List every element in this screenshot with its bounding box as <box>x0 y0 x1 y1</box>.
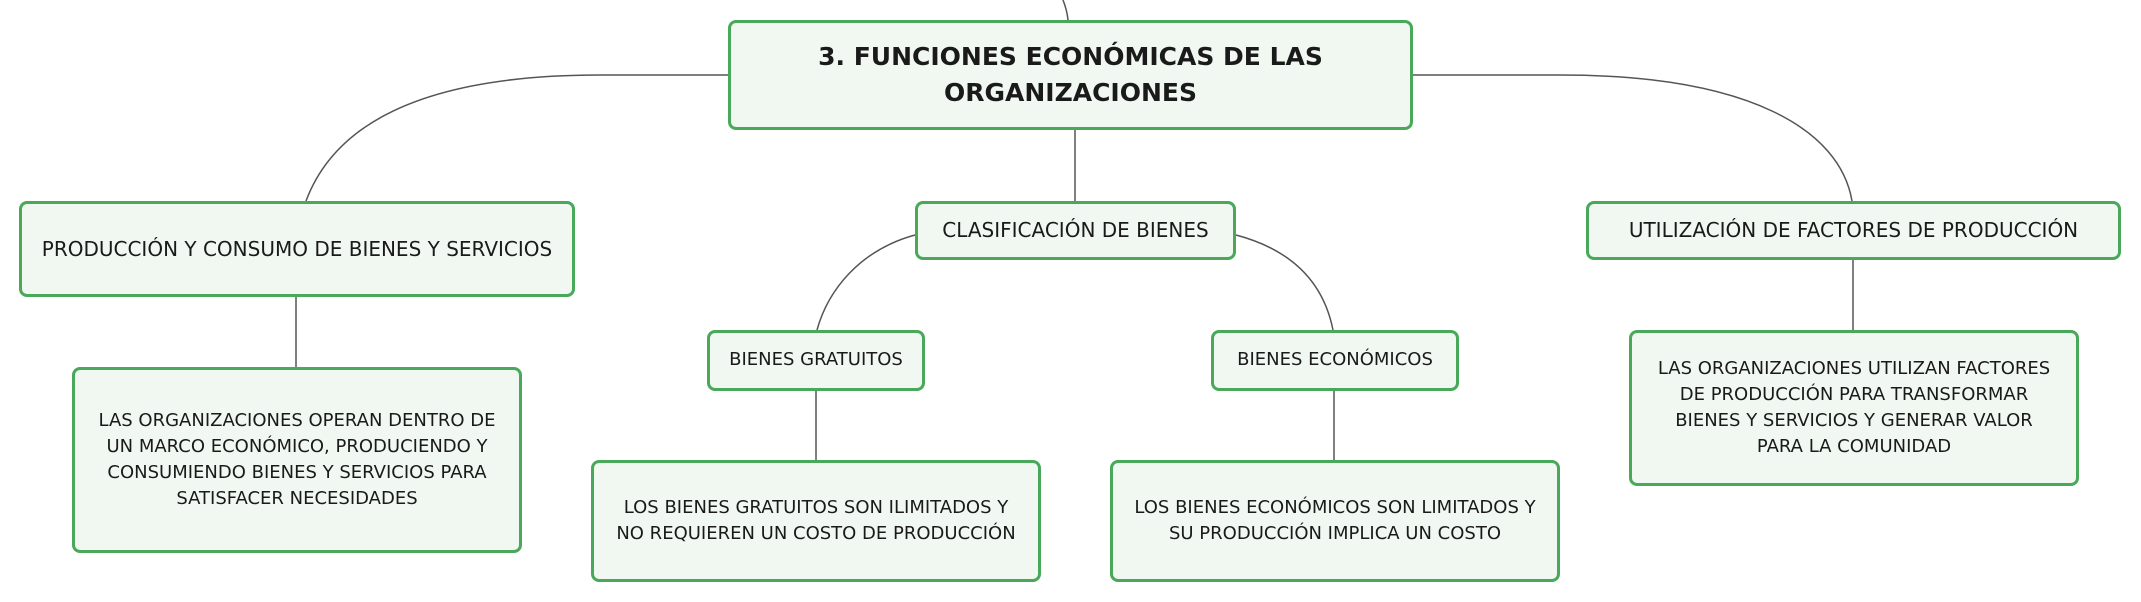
central-topic-label: 3. FUNCIONES ECONÓMICAS DE LAS ORGANIZAC… <box>818 41 1323 107</box>
topic-bienes-economicos[interactable]: BIENES ECONÓMICOS <box>1211 330 1459 391</box>
topic-factores-produccion-label: UTILIZACIÓN DE FACTORES DE PRODUCCIÓN <box>1628 218 2079 242</box>
topic-produccion-consumo-label: PRODUCCIÓN Y CONSUMO DE BIENES Y SERVICI… <box>41 236 553 261</box>
topic-bienes-economicos-label: BIENES ECONÓMICOS <box>1237 349 1433 371</box>
topic-clasificacion-bienes-label: CLASIFICACIÓN DE BIENES <box>942 218 1209 242</box>
central-topic[interactable]: 3. FUNCIONES ECONÓMICAS DE LAS ORGANIZAC… <box>728 20 1413 130</box>
detail-bienes-economicos-text: LOS BIENES ECONÓMICOS SON LIMITADOS Y SU… <box>1134 496 1536 544</box>
connector-parent-to-central <box>1062 0 1069 21</box>
topic-produccion-consumo[interactable]: PRODUCCIÓN Y CONSUMO DE BIENES Y SERVICI… <box>19 201 575 297</box>
connector-central-to-factores <box>1413 74 1853 202</box>
topic-bienes-gratuitos-label: BIENES GRATUITOS <box>729 349 903 371</box>
detail-bienes-economicos[interactable]: LOS BIENES ECONÓMICOS SON LIMITADOS Y SU… <box>1110 460 1560 582</box>
topic-bienes-gratuitos[interactable]: BIENES GRATUITOS <box>707 330 925 391</box>
detail-factores-produccion-text: LAS ORGANIZACIONES UTILIZAN FACTORES DE … <box>1657 357 2051 458</box>
detail-bienes-gratuitos-text: LOS BIENES GRATUITOS SON ILIMITADOS Y NO… <box>616 496 1016 544</box>
detail-bienes-gratuitos[interactable]: LOS BIENES GRATUITOS SON ILIMITADOS Y NO… <box>591 460 1041 582</box>
detail-produccion-consumo[interactable]: LAS ORGANIZACIONES OPERAN DENTRO DE UN M… <box>72 367 522 553</box>
topic-clasificacion-bienes[interactable]: CLASIFICACIÓN DE BIENES <box>915 201 1236 260</box>
detail-produccion-consumo-text: LAS ORGANIZACIONES OPERAN DENTRO DE UN M… <box>98 409 496 510</box>
detail-factores-produccion[interactable]: LAS ORGANIZACIONES UTILIZAN FACTORES DE … <box>1629 330 2079 486</box>
connector-clasificacion-to-economicos <box>1235 234 1334 331</box>
connector-clasificacion-to-gratuitos <box>816 234 916 331</box>
topic-factores-produccion[interactable]: UTILIZACIÓN DE FACTORES DE PRODUCCIÓN <box>1586 201 2121 260</box>
connector-central-to-produccion <box>305 74 728 202</box>
